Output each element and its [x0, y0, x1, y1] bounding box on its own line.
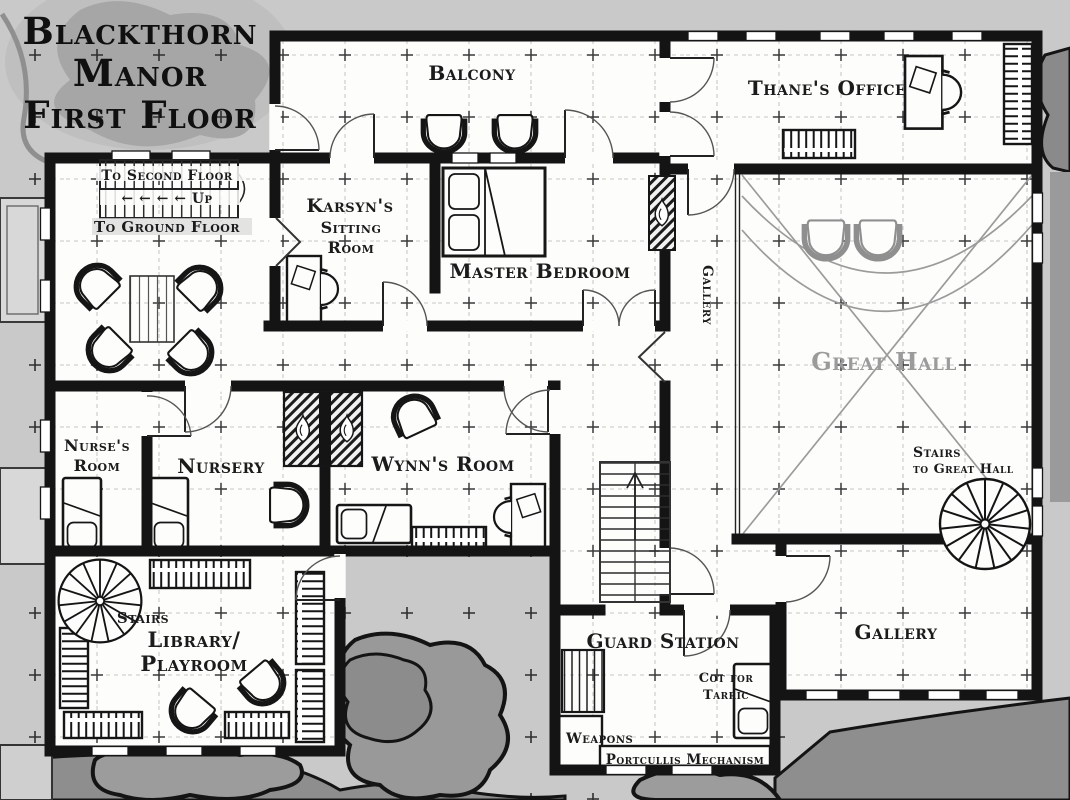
great-hall-railing	[734, 169, 741, 539]
label-stairs-to-great-hall-line-2: to Great Hall	[913, 462, 1014, 477]
great-hall-open-below-marks	[741, 174, 1033, 536]
double-door-chevrons	[275, 217, 666, 383]
open-void-x-mark	[741, 174, 1033, 536]
weapons-box	[556, 714, 604, 774]
weapons-rack	[560, 648, 606, 714]
label-balcony: Balcony	[428, 61, 516, 85]
bookshelf-icon	[781, 128, 857, 160]
furniture	[58, 42, 1034, 774]
label-gallery-corridor: Gallery	[699, 265, 715, 325]
bookshelf-icon	[62, 710, 144, 740]
bookshelf-icon	[58, 626, 90, 710]
lower-floor-arc	[741, 195, 1033, 313]
label-nurses-room-line-1: Nurse's	[64, 436, 130, 455]
map-title-line-2: Manor	[73, 51, 207, 95]
fireplace-master	[648, 175, 676, 251]
label-to-ground-floor: To Ground Floor	[94, 218, 240, 236]
bookshelf-icon	[223, 710, 291, 740]
bookshelf-icon	[294, 668, 326, 744]
central-staircase	[599, 461, 671, 603]
doors	[146, 57, 831, 657]
label-master-bedroom: Master Bedroom	[449, 259, 630, 283]
label-guard-station: Guard Station	[586, 629, 739, 653]
label-to-second-floor: To Second Floor	[101, 168, 232, 184]
windows	[39, 30, 1044, 776]
label-cot-line-2: Tarric	[703, 688, 749, 703]
terrain-east-strip	[1050, 172, 1070, 502]
label-library-stairs: Stairs	[117, 609, 169, 627]
room-gallery-south	[781, 539, 1037, 695]
label-portcullis-mechanism: Portcullis Mechanism	[606, 752, 764, 768]
armchair-icon	[494, 115, 535, 152]
rug	[129, 275, 175, 343]
fireplaces	[282, 175, 676, 468]
label-library-line-2: Playroom	[140, 651, 247, 676]
armchair-icon	[423, 115, 464, 152]
label-weapons: Weapons	[565, 731, 633, 747]
tree-south-lobe	[338, 652, 433, 744]
bed-icon	[61, 476, 103, 554]
label-stairs-to-great-hall-line-1: Stairs	[913, 445, 961, 461]
up-arrow-icon	[626, 471, 644, 540]
terrace-west-lower	[0, 467, 47, 565]
label-gallery-south: Gallery	[855, 620, 939, 644]
path-southwest	[0, 744, 53, 800]
label-karsyns-line-1: Karsyn's	[306, 195, 393, 217]
label-cot-line-1: Cot for	[699, 671, 754, 686]
label-thanes-office: Thane's Office	[748, 76, 906, 100]
label-nursery: Nursery	[177, 454, 265, 478]
door-leaves	[147, 57, 830, 656]
terrace-inner	[6, 205, 39, 315]
vestibule	[737, 539, 781, 610]
room-balcony	[275, 36, 665, 158]
label-karsyns-line-2: Sitting	[321, 218, 382, 237]
armchair-icon	[270, 484, 307, 525]
label-stairs-up: ← ← ← ← Up	[121, 191, 212, 207]
label-great-hall: Great Hall	[811, 347, 957, 376]
label-nurses-room-line-2: Room	[74, 456, 121, 475]
bed-icon	[335, 503, 413, 545]
labels: Blackthorn Manor First Floor Balcony Tha…	[23, 9, 1014, 768]
label-wynns-room: Wynn's Room	[370, 452, 514, 476]
master-bed	[441, 166, 547, 258]
armchair-icon	[804, 220, 847, 258]
label-karsyns-line-3: Room	[328, 238, 375, 257]
northwest-staircase	[92, 159, 252, 235]
window-icon	[687, 30, 719, 42]
spiral-stairs-great-hall	[938, 477, 1032, 571]
bookshelf-icon	[294, 570, 326, 666]
door-swing-arcs	[146, 57, 831, 657]
map-title-line-1: Blackthorn	[23, 9, 258, 53]
label-library-line-1: Library/	[148, 627, 241, 652]
map-title-line-3: First Floor	[23, 93, 257, 137]
room-gallery-corridor	[665, 169, 737, 610]
armchair-icon	[856, 220, 899, 258]
hallway-central	[275, 326, 665, 386]
spiral-stairs-library	[57, 558, 143, 644]
fireplace-double-nursery	[282, 390, 364, 468]
bed-icon	[148, 476, 190, 554]
bookshelf-icon	[148, 558, 252, 590]
bookshelf-icon	[1002, 42, 1034, 146]
